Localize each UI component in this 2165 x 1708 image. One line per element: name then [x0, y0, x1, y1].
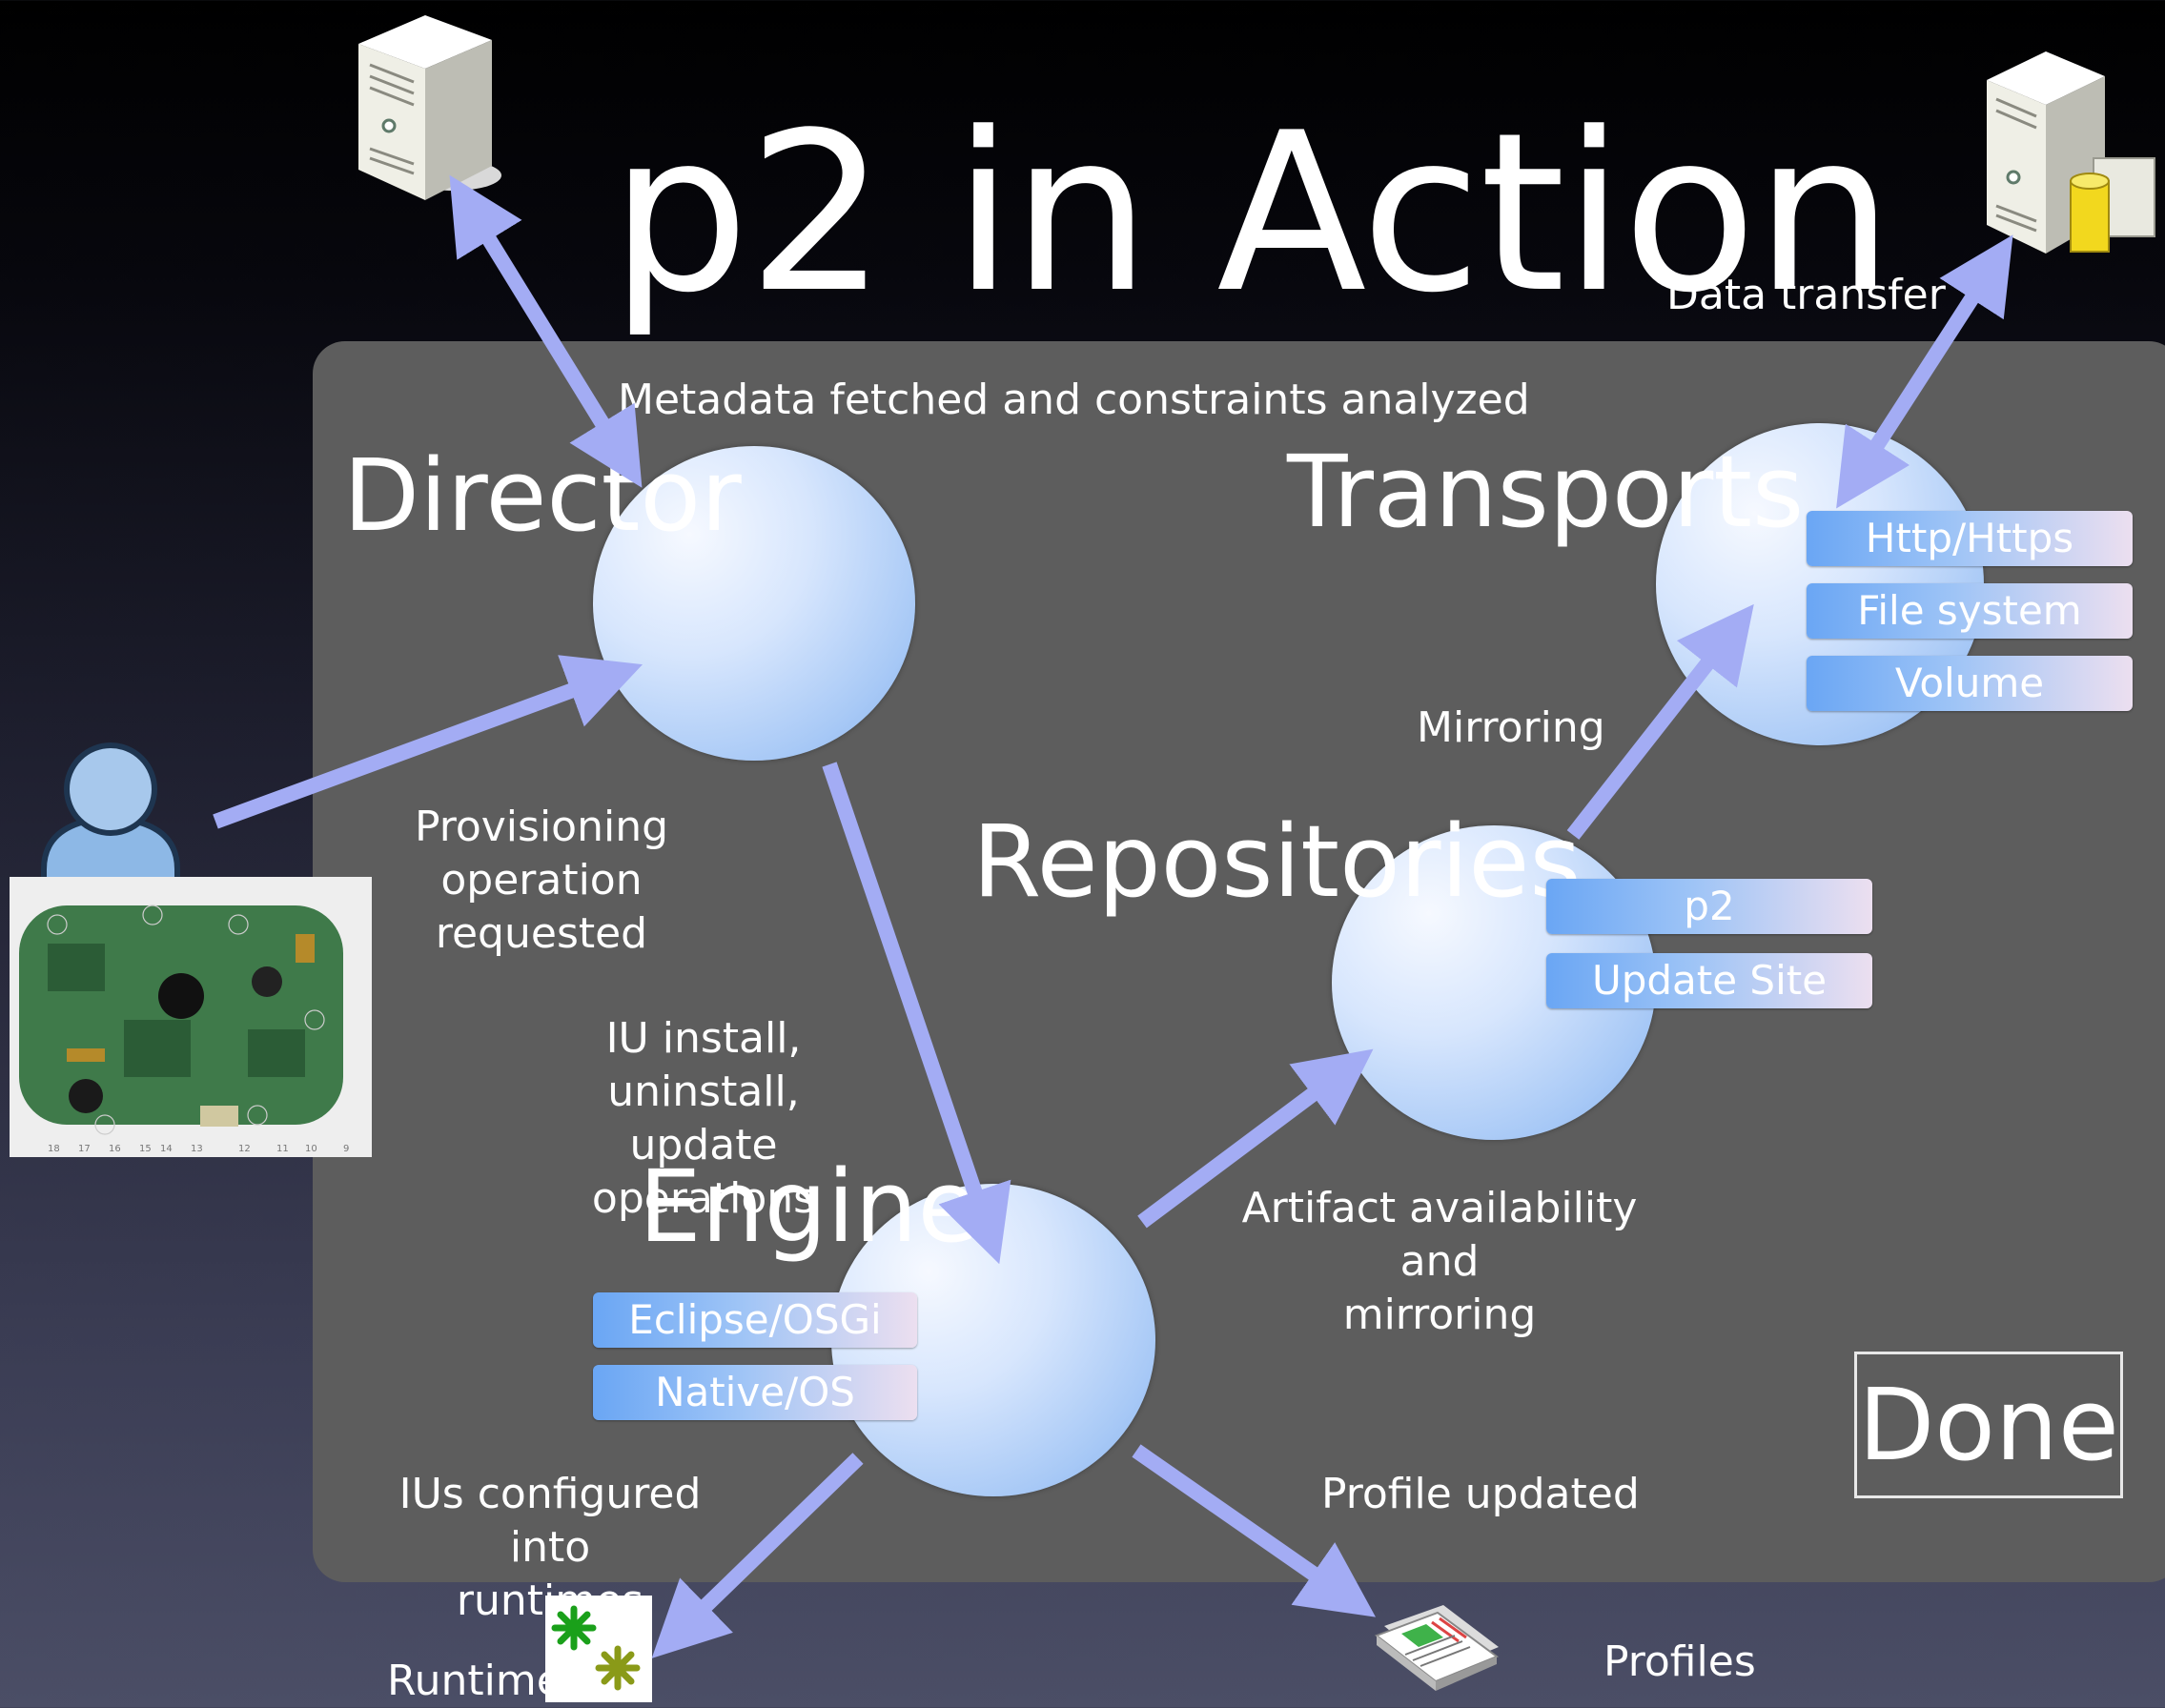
svg-text:10: 10	[305, 1144, 317, 1154]
badge-p2: p2	[1546, 879, 1872, 934]
svg-text:13: 13	[191, 1144, 203, 1154]
badge-volume: Volume	[1807, 656, 2133, 711]
svg-text:9: 9	[343, 1144, 349, 1154]
profile-document-icon	[1374, 1605, 1500, 1691]
circuit-board-image: 18 17 16 15 14 13 12 11 10 9	[10, 877, 372, 1157]
provisioning-label: Provisioning operation requested	[414, 803, 669, 958]
metadata-server-icon	[358, 15, 501, 200]
transports-label: Transports	[1287, 434, 1805, 550]
ius-configured-label: IUs configured into runtimes	[398, 1470, 702, 1625]
artifact-server-icon	[1987, 51, 2155, 254]
artifact-label: Artifact availability and mirroring	[1241, 1184, 1638, 1339]
page-title: p2 in Action	[610, 87, 1894, 341]
director-node	[593, 446, 915, 761]
done-box: Done	[1854, 1352, 2123, 1498]
svg-text:11: 11	[276, 1144, 289, 1154]
badge-update-site: Update Site	[1546, 953, 1872, 1008]
profile-updated-label: Profile updated	[1321, 1470, 1640, 1518]
svg-text:14: 14	[160, 1144, 173, 1154]
badge-http: Http/Https	[1807, 511, 2133, 566]
badge-native-os: Native/OS	[593, 1365, 917, 1420]
badge-eclipse-osgi: Eclipse/OSGi	[593, 1292, 917, 1348]
data-transfer-label: Data transfer	[1666, 271, 1946, 319]
svg-text:12: 12	[238, 1144, 251, 1154]
svg-text:18: 18	[48, 1144, 60, 1154]
badge-file-system: File system	[1807, 583, 2133, 639]
svg-text:17: 17	[78, 1144, 91, 1154]
director-label: Director	[343, 437, 742, 554]
repositories-label: Repositories	[972, 803, 1582, 920]
mirroring-label: Mirroring	[1417, 703, 1605, 752]
svg-text:15: 15	[139, 1144, 152, 1154]
svg-text:16: 16	[109, 1144, 121, 1154]
runtime-label: Runtime	[387, 1657, 562, 1705]
profiles-label: Profiles	[1603, 1637, 1756, 1686]
metadata-label: Metadata fetched and constraints analyze…	[618, 376, 1530, 424]
iu-operations-label: IU install, uninstall, update operations	[591, 1014, 816, 1223]
runtime-icon	[545, 1596, 652, 1702]
